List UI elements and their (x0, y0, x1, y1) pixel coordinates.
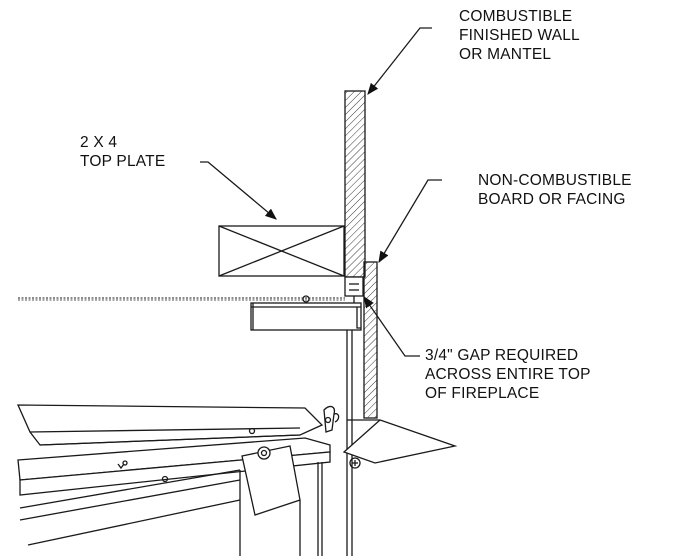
top-plate-2x4 (218, 225, 345, 277)
leader-non-combustible (378, 179, 442, 264)
hinge (323, 405, 340, 433)
hood-panel (342, 419, 458, 469)
standoff-bracket (250, 295, 362, 331)
firebox-inner-walls (239, 462, 323, 556)
leader-combustible-wall (367, 27, 432, 95)
label-combustible-wall: COMBUSTIBLE FINISHED WALL OR MANTEL (459, 8, 580, 63)
combustible-wall (344, 90, 366, 278)
firebox-top (16, 404, 324, 446)
label-top-plate: 2 X 4 TOP PLATE (80, 134, 166, 170)
non-combustible-facing (363, 261, 378, 419)
label-non-combustible: NON-COMBUSTIBLE BOARD OR FACING (478, 172, 632, 208)
leader-top-plate (200, 161, 277, 220)
fireplace-frame (346, 330, 380, 556)
damper-control (241, 445, 301, 516)
label-gap-required: 3/4" GAP REQUIRED ACROSS ENTIRE TOP OF F… (425, 347, 591, 402)
leader-gap (363, 296, 420, 357)
